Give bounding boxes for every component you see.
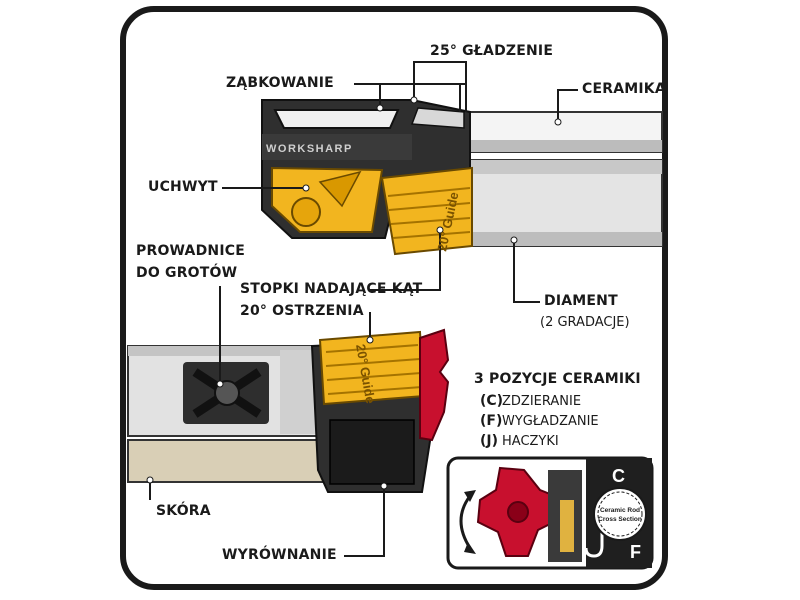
ceramic-position-coarse: (C)ZDZIERANIE: [480, 392, 581, 411]
label-uchwyt: UCHWYT: [148, 179, 218, 195]
label-ceramika: CERAMIKA: [582, 81, 666, 97]
label-diament-sub: (2 GRADACJE): [540, 315, 630, 330]
ceramic-position-hook: (J)HACZYKI: [480, 432, 559, 451]
ceramic-text-fine: WYGŁADZANIE: [502, 414, 599, 429]
leather-strop: [127, 439, 329, 483]
label-stopki-1: STOPKI NADAJĄCE KĄT: [240, 281, 423, 297]
ceramic-symbol-c: (C): [480, 393, 504, 409]
angle-guide-top: [380, 166, 473, 256]
brand-text: WORKSHARP: [266, 143, 353, 155]
label-diament: DIAMENT: [544, 293, 618, 309]
diamond-plate: [469, 159, 663, 247]
ceramic-knob: [419, 328, 450, 442]
inset-letter-c: C: [612, 466, 625, 486]
ceramic-text-coarse: ZDZIERANIE: [502, 394, 582, 409]
label-prowadnice-2: DO GROTÓW: [136, 265, 238, 281]
label-prowadnice-1: PROWADNICE: [136, 243, 245, 259]
inset-panel: [446, 456, 654, 570]
inset-letter-f: F: [630, 542, 641, 562]
ceramic-symbol-f: (F): [480, 413, 503, 429]
ceramic-position-fine: (F)WYGŁADZANIE: [480, 412, 599, 431]
label-25-gladzenie: 25° GŁADZENIE: [430, 43, 554, 59]
badge-line-1: Ceramic Rod: [600, 507, 640, 514]
ceramic-text-hook: HACZYKI: [502, 434, 559, 449]
label-pozycje-title: 3 POZYCJE CERAMIKI: [474, 371, 641, 387]
broadhead-guide: [183, 362, 269, 424]
leader-lines: [149, 61, 578, 557]
honing-slot: [410, 107, 465, 129]
label-skora: SKÓRA: [156, 503, 211, 519]
label-zabkowanie: ZĄBKOWANIE: [226, 75, 334, 91]
badge-line-2: Cross Section: [598, 516, 642, 523]
alignment-window: [329, 419, 415, 485]
label-wyrownanie: WYRÓWNANIE: [222, 547, 337, 563]
ceramic-symbol-j: (J): [480, 433, 499, 449]
serration-slot: [273, 109, 400, 129]
label-stopki-2: 20° OSTRZENIA: [240, 303, 364, 319]
handle-yellow: [271, 166, 384, 233]
handle-hole: [291, 197, 321, 227]
